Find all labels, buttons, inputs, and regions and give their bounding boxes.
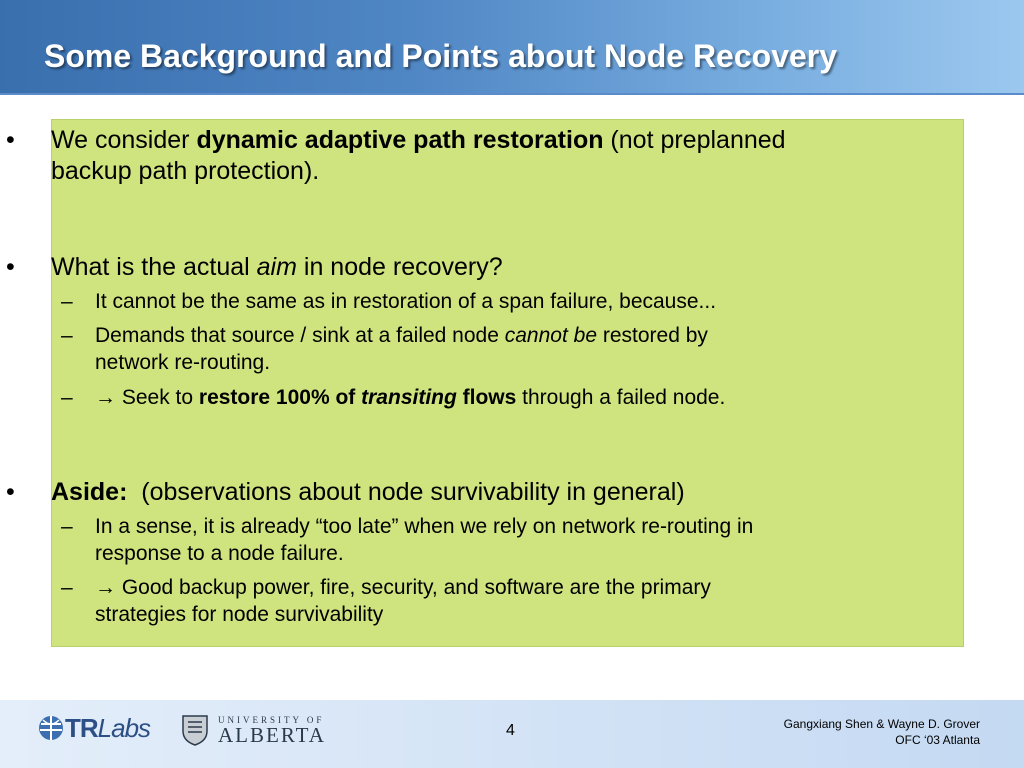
bullet-item-1: • We consider dynamic adaptive path rest… bbox=[6, 125, 931, 156]
author-line: Gangxiang Shen & Wayne D. Grover bbox=[783, 717, 980, 731]
content-box bbox=[51, 119, 964, 647]
bullet-text: (observations about node survivability i… bbox=[127, 478, 685, 506]
dash-marker: – bbox=[61, 576, 73, 599]
sub-text: It cannot be the same as in restoration … bbox=[95, 290, 717, 313]
bullet-marker: • bbox=[6, 478, 15, 506]
sub-item-3-2-line2: strategies for node survivability bbox=[95, 601, 905, 628]
bullet-emphasis: Aside: bbox=[51, 478, 128, 506]
sub-text: Seek to bbox=[116, 386, 199, 409]
bullet-text: in node recovery? bbox=[296, 253, 503, 281]
trlabs-logo-labs: Labs bbox=[97, 712, 151, 743]
bullet-marker: • bbox=[6, 126, 15, 154]
bullet-emphasis: dynamic adaptive path restoration bbox=[196, 126, 604, 154]
sub-text: network re-routing. bbox=[95, 351, 271, 374]
sub-item-2-3: – → Seek to restore 100% of transiting f… bbox=[61, 384, 905, 411]
bullet-marker: • bbox=[6, 253, 15, 281]
sub-item-2-2-line2: network re-routing. bbox=[95, 349, 905, 376]
bullet-item-1-line2: backup path protection). bbox=[51, 156, 931, 187]
bullet-text: backup path protection). bbox=[51, 157, 320, 185]
ua-logo-big-text: ALBERTA bbox=[218, 722, 326, 747]
arrow-right-icon: → bbox=[95, 576, 116, 599]
sub-text: response to a node failure. bbox=[95, 542, 344, 565]
trlabs-logo-tr: TR bbox=[65, 712, 99, 743]
sub-text: strategies for node survivability bbox=[95, 603, 384, 626]
slide-header: Some Background and Points about Node Re… bbox=[0, 0, 1024, 95]
bullet-item-2: • What is the actual aim in node recover… bbox=[6, 252, 931, 283]
sub-italic: cannot be bbox=[504, 324, 597, 347]
sub-item-2-2: – Demands that source / sink at a failed… bbox=[61, 322, 905, 349]
sub-item-3-1-line2: response to a node failure. bbox=[95, 540, 905, 567]
sub-bold: flows bbox=[456, 386, 517, 409]
university-of-alberta-logo: UNIVERSITY OF ALBERTA bbox=[180, 712, 326, 748]
sub-bold-italic: transiting bbox=[361, 386, 457, 409]
bullet-item-3: • Aside: (observations about node surviv… bbox=[6, 477, 931, 508]
sub-text: Good backup power, fire, security, and s… bbox=[116, 576, 711, 599]
dash-marker: – bbox=[61, 290, 73, 313]
crest-icon bbox=[182, 715, 208, 746]
bullet-italic: aim bbox=[256, 253, 297, 281]
sub-item-3-1: – In a sense, it is already “too late” w… bbox=[61, 513, 905, 540]
sub-bold: restore 100% of bbox=[198, 386, 362, 409]
bullet-text: What is the actual bbox=[51, 253, 257, 281]
sub-item-3-2: – → Good backup power, fire, security, a… bbox=[61, 574, 905, 601]
dash-marker: – bbox=[61, 515, 73, 538]
bullet-text: (not preplanned bbox=[603, 126, 786, 154]
slide-footer bbox=[0, 700, 1024, 768]
dash-marker: – bbox=[61, 324, 73, 347]
dash-marker: – bbox=[61, 386, 73, 409]
sub-text: restored by bbox=[597, 324, 708, 347]
bullet-text: We consider bbox=[51, 126, 197, 154]
footer-credit: Gangxiang Shen & Wayne D. Grover OFC ‘03… bbox=[784, 716, 980, 748]
page-number: 4 bbox=[506, 722, 515, 739]
sub-text: Demands that source / sink at a failed n… bbox=[95, 324, 505, 347]
sub-item-2-1: – It cannot be the same as in restoratio… bbox=[61, 288, 905, 315]
slide-title: Some Background and Points about Node Re… bbox=[44, 38, 838, 74]
sub-text: In a sense, it is already “too late” whe… bbox=[95, 515, 754, 538]
arrow-right-icon: → bbox=[95, 386, 116, 409]
event-line: OFC ‘03 Atlanta bbox=[895, 733, 980, 747]
ua-logo-small-text: UNIVERSITY OF bbox=[218, 714, 325, 725]
globe-icon bbox=[39, 716, 63, 740]
sub-text: through a failed node. bbox=[516, 386, 726, 409]
